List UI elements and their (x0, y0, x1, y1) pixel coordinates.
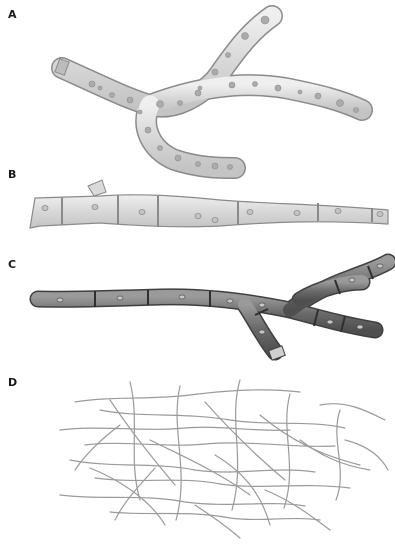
panel-b-hypha (30, 180, 388, 228)
panel-c-hypha (38, 262, 388, 360)
panel-a-hypha (55, 16, 362, 170)
panel-d-mycelium (60, 380, 388, 538)
